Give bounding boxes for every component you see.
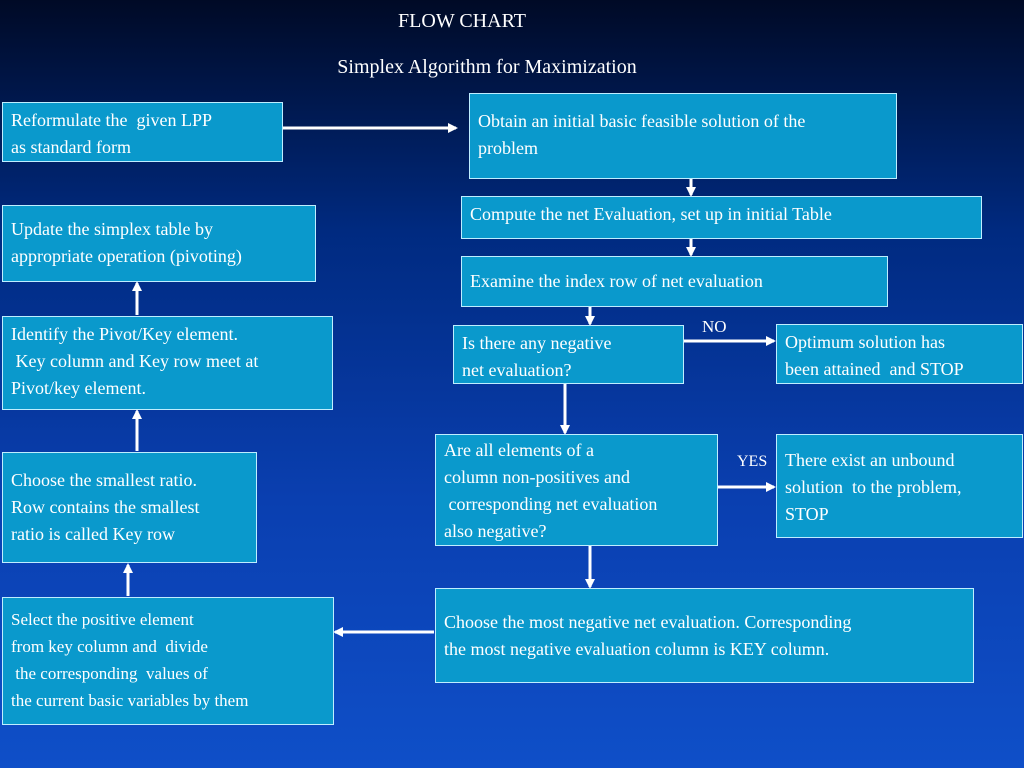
yes-label: YES <box>737 453 768 470</box>
identify-pivot-box: Identify the Pivot/Key element. Key colu… <box>2 316 333 410</box>
no-label: NO <box>702 317 727 336</box>
reformulate-box: Reformulate the given LPP as standard fo… <box>2 102 283 162</box>
examine-index-row-box: Examine the index row of net evaluation <box>461 256 888 307</box>
all-non-positive-question-box: Are all elements of a column non-positiv… <box>435 434 718 546</box>
smallest-ratio-box: Choose the smallest ratio. Row contains … <box>2 452 257 563</box>
unbound-solution-box: There exist an unbound solution to the p… <box>776 434 1023 538</box>
most-negative-evaluation-box: Choose the most negative net evaluation.… <box>435 588 974 683</box>
update-simplex-table-box: Update the simplex table by appropriate … <box>2 205 316 282</box>
compute-net-evaluation-box: Compute the net Evaluation, set up in in… <box>461 196 982 239</box>
flow-chart-subtitle: Simplex Algorithm for Maximization <box>337 56 637 78</box>
optimum-solution-box: Optimum solution has been attained and S… <box>776 324 1023 384</box>
select-positive-element-box: Select the positive element from key col… <box>2 597 334 725</box>
obtain-initial-solution-box: Obtain an initial basic feasible solutio… <box>469 93 897 179</box>
negative-evaluation-question-box: Is there any negative net evaluation? <box>453 325 684 384</box>
flow-chart-title: FLOW CHART <box>398 10 526 32</box>
